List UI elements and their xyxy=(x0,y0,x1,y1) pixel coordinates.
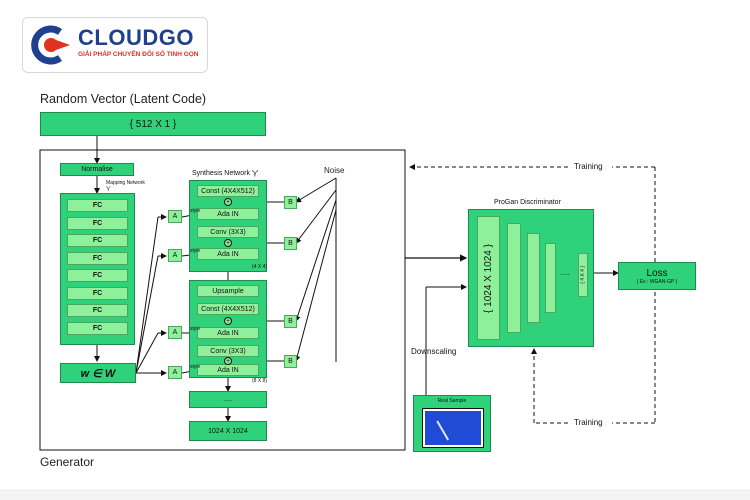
b2-size: (8 X 8) xyxy=(252,378,268,384)
logo-brand: CLOUDGO xyxy=(78,25,194,50)
mapping-network-label: Mapping Network 'γ' xyxy=(106,180,145,192)
b1-plus-node-2: + xyxy=(224,239,232,247)
fc-layer-2: FC xyxy=(67,216,128,230)
b2-const: Const (4X4X512) xyxy=(197,303,259,315)
w-space-label: w ∈ W xyxy=(80,367,116,380)
fc-layer-5: FC xyxy=(67,269,128,282)
loss-subtitle: ( Ex : WGAN-GP ) xyxy=(636,278,678,285)
b-noise-3: B xyxy=(284,315,297,328)
synthesis-title: Synthesis Network 'γ' xyxy=(192,170,259,177)
disc-layer-4 xyxy=(545,243,556,313)
b1-const: Const (4X4X512) xyxy=(197,185,259,197)
fc-layer-8: FC xyxy=(67,321,128,335)
disc-layer-2 xyxy=(507,223,521,333)
b-noise-1: B xyxy=(284,196,297,209)
generator-label: Generator xyxy=(40,455,95,469)
loss-box: Loss ( Ex : WGAN-GP ) xyxy=(618,262,696,290)
b2-adain2: Ada IN xyxy=(197,364,259,376)
downscaling-label: Downscaling xyxy=(411,347,457,356)
discriminator-title: ProGan Discriminator xyxy=(494,199,561,206)
normalise-label: Normalise xyxy=(81,166,113,173)
disc-input-size: { 1024 X 1024 } xyxy=(483,243,494,313)
fc-layer-4: FC xyxy=(67,251,128,265)
disc-layer-1: { 1024 X 1024 } xyxy=(477,216,500,340)
b1-plus-node-1: + xyxy=(224,198,232,206)
a-affine-3: A xyxy=(168,326,182,339)
b1-adain2: Ada IN xyxy=(197,248,259,260)
fc-layer-3: FC xyxy=(67,234,128,247)
a-affine-4: A xyxy=(168,366,182,379)
b-noise-2: B xyxy=(284,237,297,250)
fc-layer-6: FC xyxy=(67,286,128,300)
output-1024: 1024 X 1024 xyxy=(189,421,267,441)
a-affine-1: A xyxy=(168,210,182,223)
b1-size: (4 X 4) xyxy=(252,264,268,270)
latent-box-label: { 512 X 1 } xyxy=(129,118,177,130)
real-sample-label: Real Sample xyxy=(437,398,467,404)
normalise-box: Normalise xyxy=(60,163,134,176)
b2-plus-node-1: + xyxy=(224,317,232,325)
b1-adain1: Ada IN xyxy=(197,208,259,220)
b-noise-4: B xyxy=(284,355,297,368)
fc-stack: FC FC FC FC FC FC FC FC xyxy=(67,199,128,339)
b2-adain1: Ada IN xyxy=(197,327,259,339)
b2-plus-node-2: + xyxy=(224,357,232,365)
sample-figure xyxy=(436,415,458,441)
b1-style1: style xyxy=(190,208,201,214)
b2-upsample: Upsample xyxy=(197,285,259,297)
b2-style2: style xyxy=(190,364,201,370)
b1-style2: style xyxy=(190,248,201,254)
training-bottom-label: Training xyxy=(574,418,603,427)
b2-style1: style xyxy=(190,326,201,332)
disc-layer-end: { 4 X 4 } xyxy=(578,253,588,297)
noise-label: Noise xyxy=(324,166,345,175)
b1-conv: Conv (3X3) xyxy=(197,226,259,238)
b2-conv: Conv (3X3) xyxy=(197,345,259,357)
disc-layer-3 xyxy=(527,233,540,323)
disc-end-size: { 4 X 4 } xyxy=(580,266,586,284)
loss-title: Loss xyxy=(646,267,668,279)
synthesis-more-dots: ..... xyxy=(189,391,267,408)
latent-box: { 512 X 1 } xyxy=(40,112,266,136)
disc-dots: ..... xyxy=(560,270,570,277)
latent-title: Random Vector (Latent Code) xyxy=(40,92,207,106)
real-sample-image xyxy=(423,409,483,447)
footer-strip xyxy=(0,489,750,500)
a-affine-2: A xyxy=(168,249,182,262)
training-top-label: Training xyxy=(574,162,603,171)
cloudgo-logo-icon xyxy=(31,25,70,65)
fc-layer-1: FC xyxy=(67,199,128,212)
fc-layer-7: FC xyxy=(67,304,128,317)
logo-tagline: GIẢI PHÁP CHUYỂN ĐỔI SỐ TINH GỌN xyxy=(78,51,199,58)
w-space-box: w ∈ W xyxy=(60,363,136,383)
